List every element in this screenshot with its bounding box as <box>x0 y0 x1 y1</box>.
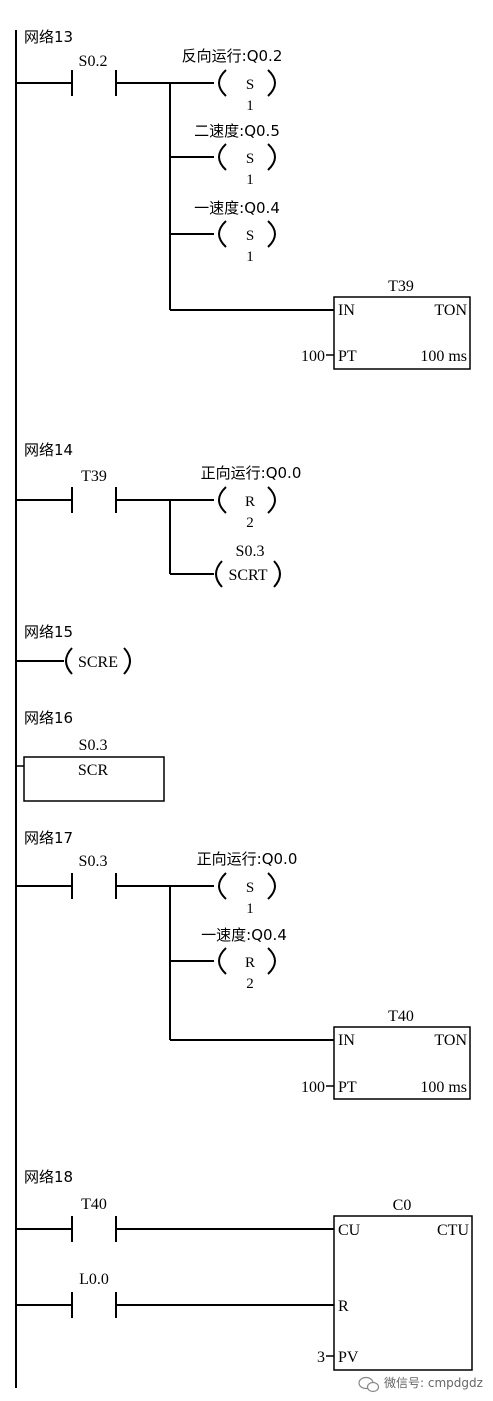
timer-preset: 100 <box>301 348 325 365</box>
timer-base: 100 ms <box>420 1079 467 1096</box>
coil-count: 2 <box>246 976 254 992</box>
counter-c0[interactable]: C0 CU CTU R 3 PV <box>317 1197 473 1371</box>
coil-op: R <box>245 955 255 971</box>
timer-t40[interactable]: T40 IN TON 100 PT 100 ms <box>170 1008 471 1100</box>
counter-cu: CU <box>338 1222 361 1239</box>
timer-pt: PT <box>338 348 357 365</box>
contact-label: S0.3 <box>79 853 108 870</box>
coil-op: R <box>245 494 255 510</box>
coil-scre[interactable]: SCRE <box>16 647 131 675</box>
coil-reverse-run[interactable]: 反向运行:Q0.2 S 1 <box>170 47 282 114</box>
coil-forward-run-reset[interactable]: 正向运行:Q0.0 R 2 <box>170 464 301 531</box>
contact-label: T39 <box>81 468 107 485</box>
timer-in: IN <box>338 302 355 319</box>
counter-type: CTU <box>437 1222 469 1239</box>
timer-t39[interactable]: T39 IN TON 100 PT 100 ms <box>170 278 471 370</box>
coil-count: 1 <box>246 249 254 265</box>
coil-op: S <box>246 228 254 244</box>
network-17: 网络17 S0.3 正向运行:Q0.0 S 1 一速度:Q0.4 R 2 <box>16 829 471 1100</box>
network-title: 网络16 <box>24 709 73 727</box>
coil-op: SCRT <box>228 567 267 584</box>
contact-s0-3[interactable]: S0.3 <box>16 853 170 899</box>
timer-base: 100 ms <box>420 348 467 365</box>
timer-pt: PT <box>338 1079 357 1096</box>
network-title: 网络17 <box>24 829 73 847</box>
coil-count: 1 <box>246 901 254 917</box>
watermark: 微信号: cmpdgdz <box>358 1376 483 1393</box>
counter-preset: 3 <box>317 1349 325 1366</box>
timer-type: TON <box>434 1032 467 1049</box>
network-16: 网络16 S0.3 SCR <box>16 709 165 802</box>
coil-label: 二速度:Q0.5 <box>194 122 280 140</box>
coil-label: 正向运行:Q0.0 <box>201 464 302 482</box>
coil-op: S <box>246 880 254 896</box>
contact-label: T40 <box>81 1196 107 1213</box>
network-18: 网络18 T40 L0.0 C0 CU CTU R 3 PV <box>16 1168 473 1371</box>
coil-speed-two[interactable]: 二速度:Q0.5 S 1 <box>170 122 280 188</box>
coil-op: S <box>246 151 254 167</box>
network-title: 网络13 <box>24 28 73 46</box>
coil-scrt[interactable]: S0.3 SCRT <box>170 543 281 588</box>
contact-l0-0[interactable]: L0.0 <box>16 1271 334 1318</box>
counter-name: C0 <box>393 1197 412 1214</box>
network-title: 网络14 <box>24 441 73 459</box>
counter-r: R <box>338 1298 349 1315</box>
scr-label: S0.3 <box>79 737 108 754</box>
scr-text: SCR <box>78 762 109 779</box>
timer-in: IN <box>338 1032 355 1049</box>
network-title: 网络15 <box>24 623 73 641</box>
coil-label: S0.3 <box>236 543 265 560</box>
network-13: 网络13 S0.2 反向运行:Q0.2 S 1 二速度:Q0.5 S 1 <box>16 28 471 370</box>
contact-label: S0.2 <box>79 53 108 70</box>
coil-label: 反向运行:Q0.2 <box>182 47 283 65</box>
watermark-text: 微信号: cmpdgdz <box>384 1376 483 1390</box>
timer-name: T40 <box>388 1008 414 1025</box>
network-15: 网络15 SCRE <box>16 623 131 675</box>
coil-label: 一速度:Q0.4 <box>201 926 287 944</box>
contact-label: L0.0 <box>79 1271 109 1288</box>
contact-t40[interactable]: T40 <box>16 1196 334 1242</box>
timer-preset: 100 <box>301 1079 325 1096</box>
network-14: 网络14 T39 正向运行:Q0.0 R 2 S0.3 SCRT <box>16 441 301 588</box>
coil-speed-one-reset[interactable]: 一速度:Q0.4 R 2 <box>170 926 287 992</box>
network-title: 网络18 <box>24 1168 73 1186</box>
coil-count: 1 <box>246 172 254 188</box>
timer-name: T39 <box>388 278 414 295</box>
coil-count: 1 <box>246 98 254 114</box>
coil-label: 正向运行:Q0.0 <box>197 850 298 868</box>
coil-op: SCRE <box>78 654 118 671</box>
contact-s0-2[interactable]: S0.2 <box>16 53 170 96</box>
scr-box[interactable]: S0.3 SCR <box>16 737 165 802</box>
counter-pv-label: PV <box>338 1349 359 1366</box>
coil-count: 2 <box>246 515 254 531</box>
coil-speed-one[interactable]: 一速度:Q0.4 S 1 <box>170 199 280 265</box>
timer-type: TON <box>434 302 467 319</box>
coil-forward-run-set[interactable]: 正向运行:Q0.0 S 1 <box>170 850 297 917</box>
coil-label: 一速度:Q0.4 <box>194 199 280 217</box>
wechat-icon <box>358 1376 380 1393</box>
coil-op: S <box>246 77 254 93</box>
contact-t39[interactable]: T39 <box>16 468 170 513</box>
